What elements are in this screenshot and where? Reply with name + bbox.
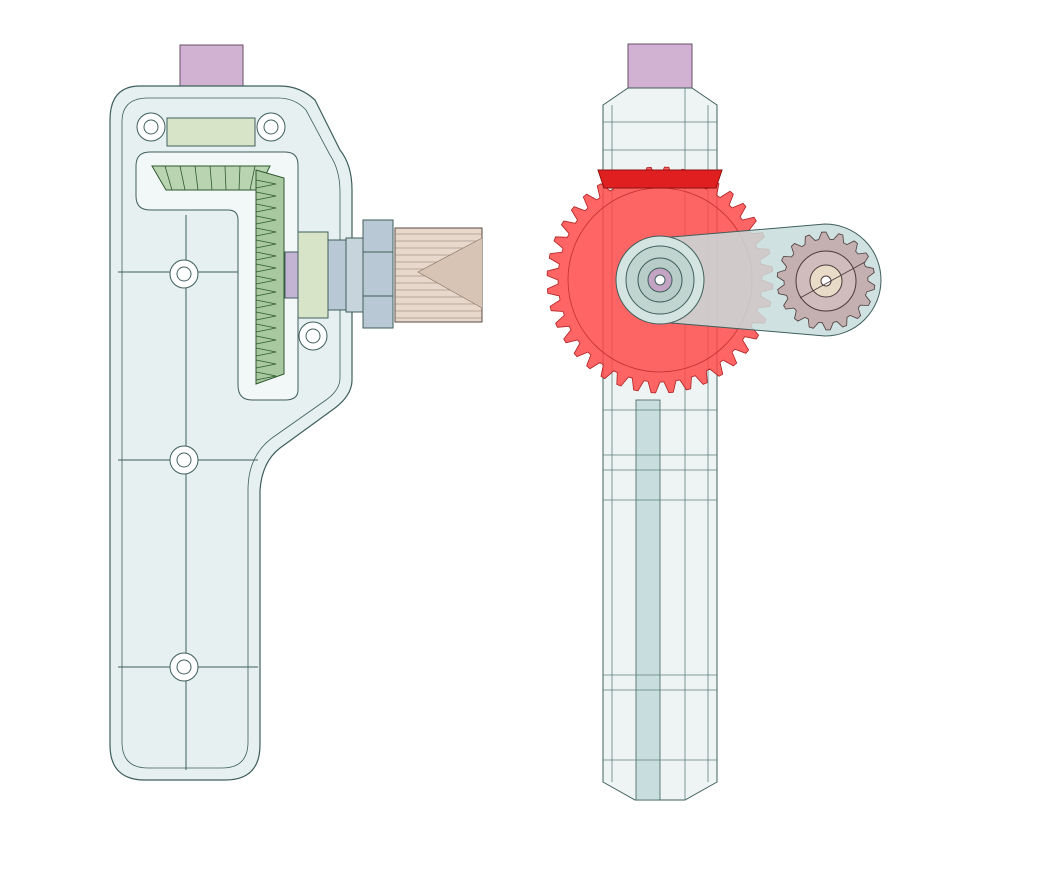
- gear-tooth: [255, 299, 277, 309]
- gear-tooth: [255, 203, 277, 213]
- gear-tooth: [255, 251, 277, 261]
- side-view: [109, 44, 483, 781]
- top-cap: [179, 44, 244, 91]
- gear-tooth: [255, 347, 277, 357]
- gear-tooth: [255, 371, 277, 381]
- gear-tooth: [255, 335, 277, 345]
- screw-bosses: [136, 112, 328, 682]
- gear-tooth: [255, 275, 277, 285]
- gear-tooth: [255, 359, 277, 369]
- gear-tooth: [255, 227, 277, 237]
- bearing: [297, 231, 329, 319]
- gear-tooth: [255, 311, 277, 321]
- top-cap-front: [627, 43, 693, 89]
- front-view: [546, 43, 882, 801]
- gear-tooth: [255, 287, 277, 297]
- gear-tooth: [255, 323, 277, 333]
- gear-tooth: [255, 239, 277, 249]
- gear-tooth: [255, 263, 277, 273]
- hex-nut: [345, 237, 365, 313]
- gear-tooth: [255, 215, 277, 225]
- gear-tooth: [255, 179, 277, 189]
- shaft-collar: [166, 117, 256, 147]
- gear-tooth: [255, 191, 277, 201]
